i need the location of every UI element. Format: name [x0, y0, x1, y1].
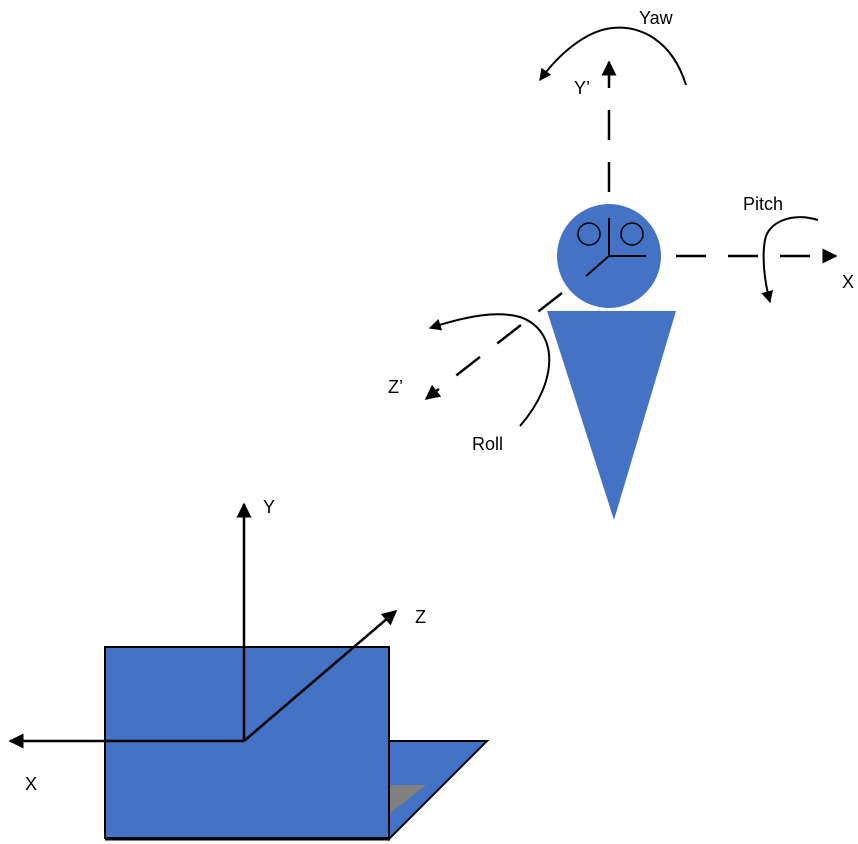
body-triangle	[547, 311, 676, 520]
laptop-figure: Y Z X	[8, 497, 490, 842]
pitch-label: Pitch	[743, 194, 783, 214]
z-prime-label: Z’	[388, 377, 403, 397]
z-prime-axis	[424, 292, 563, 400]
z-device-axis	[243, 610, 398, 742]
yaw-rotation-arrow	[539, 26, 687, 86]
y-prime-label: Y’	[574, 78, 590, 98]
head-figure: Yaw Y’ Pitch X Z’ Roll	[388, 8, 854, 520]
pitch-rotation-arrow	[761, 216, 819, 304]
right-eye-icon	[620, 222, 644, 246]
x-head-label: X	[842, 272, 854, 292]
left-eye-icon	[577, 222, 601, 246]
trackpad	[389, 785, 426, 814]
y-device-label: Y	[263, 497, 275, 517]
x-device-label: X	[25, 774, 37, 794]
yaw-label: Yaw	[639, 8, 674, 28]
roll-rotation-arrow	[428, 313, 551, 427]
laptop-screen	[104, 646, 390, 839]
roll-label: Roll	[472, 434, 503, 454]
head-inner-z	[585, 255, 610, 277]
z-device-label: Z	[415, 607, 426, 627]
